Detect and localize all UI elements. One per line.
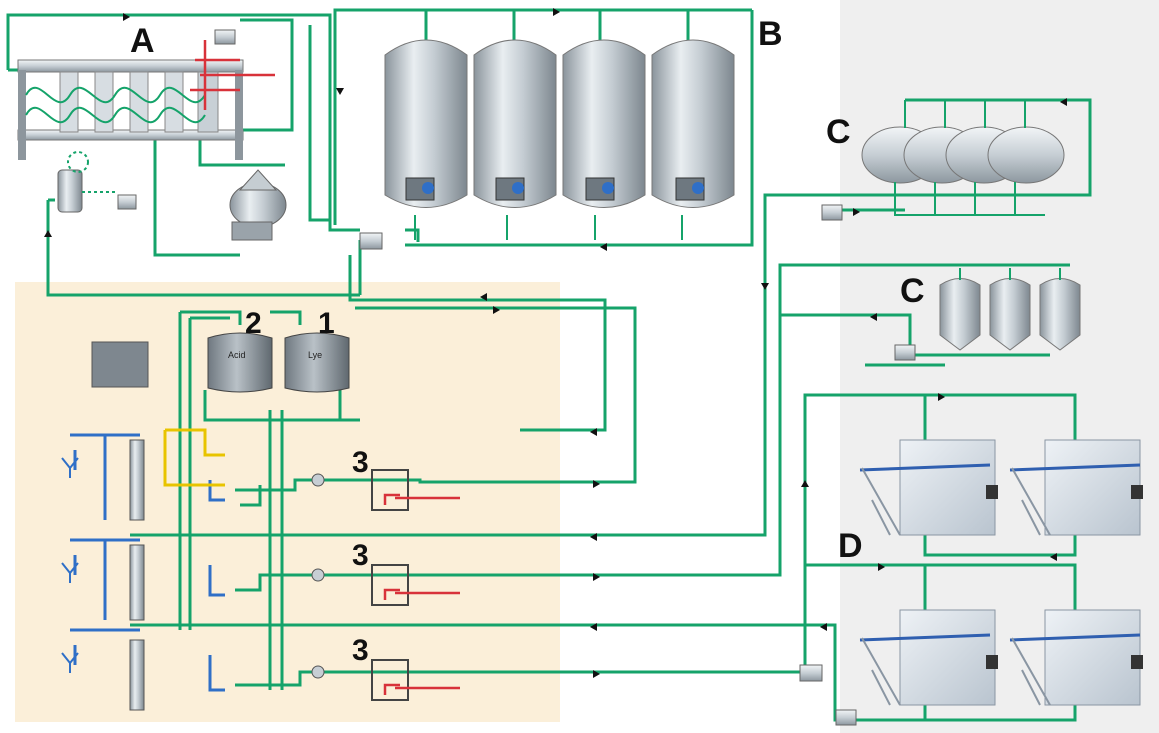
heat-exchanger-icon — [130, 440, 144, 710]
line-3-bottom-label: 3 — [352, 634, 369, 667]
acid-tank-label: Acid — [228, 350, 246, 360]
line-3-top-label: 3 — [352, 446, 369, 479]
line-3-mid-label: 3 — [352, 539, 369, 572]
cip-tank-acid: Acid — [208, 333, 272, 392]
zone-c-top-label: C — [826, 113, 851, 151]
zone-c-mid-label: C — [900, 272, 925, 310]
tank-1-label: 1 — [318, 307, 335, 340]
separator-icon — [230, 170, 286, 240]
zone-d-label: D — [838, 527, 863, 565]
control-panel-icon — [92, 342, 148, 387]
zone-a-label: A — [130, 22, 155, 60]
lye-tank-label: Lye — [308, 350, 322, 360]
tank-2-label: 2 — [245, 307, 262, 340]
zone-b-label: B — [758, 15, 783, 53]
cip-tank-lye: Lye — [285, 333, 349, 392]
vertical-tank-icon — [940, 268, 1080, 350]
holding-tank-icon — [58, 152, 136, 212]
silo-tank-icon — [385, 40, 734, 208]
